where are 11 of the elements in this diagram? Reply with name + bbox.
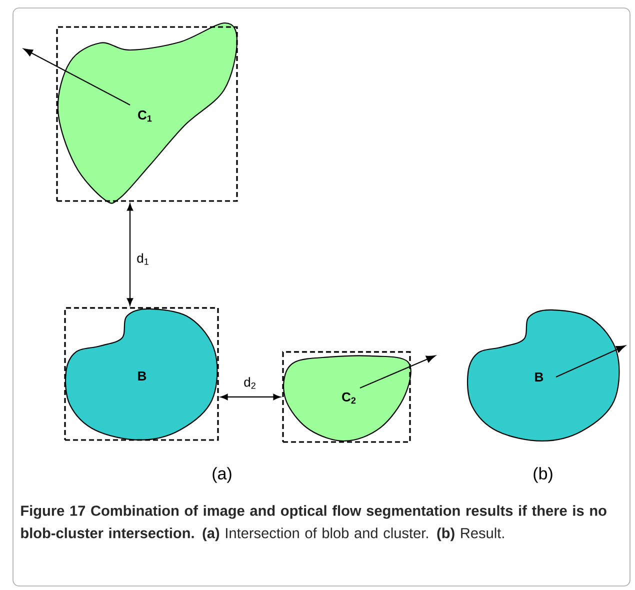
panel-label: (b): [534, 467, 552, 483]
distance-arrow: [126, 203, 134, 306]
edge-label: d$_{1}$: [136, 252, 150, 266]
blob-label: B: [535, 372, 544, 382]
blob-label: B: [138, 372, 146, 380]
panel-label: (a): [212, 467, 232, 483]
edge-label: d$_{2}$: [242, 376, 258, 390]
blob-label: C$_{2}$: [342, 392, 356, 404]
blob-label: C$_{1}$: [138, 110, 152, 122]
figure-caption: Figure 17 Combination of image and optical flow segmentation results if there is no blob-cluster intersection. (a) Intersection of blob and cluster. (b) Result.: [21, 505, 606, 542]
distance-arrow: [220, 394, 281, 400]
